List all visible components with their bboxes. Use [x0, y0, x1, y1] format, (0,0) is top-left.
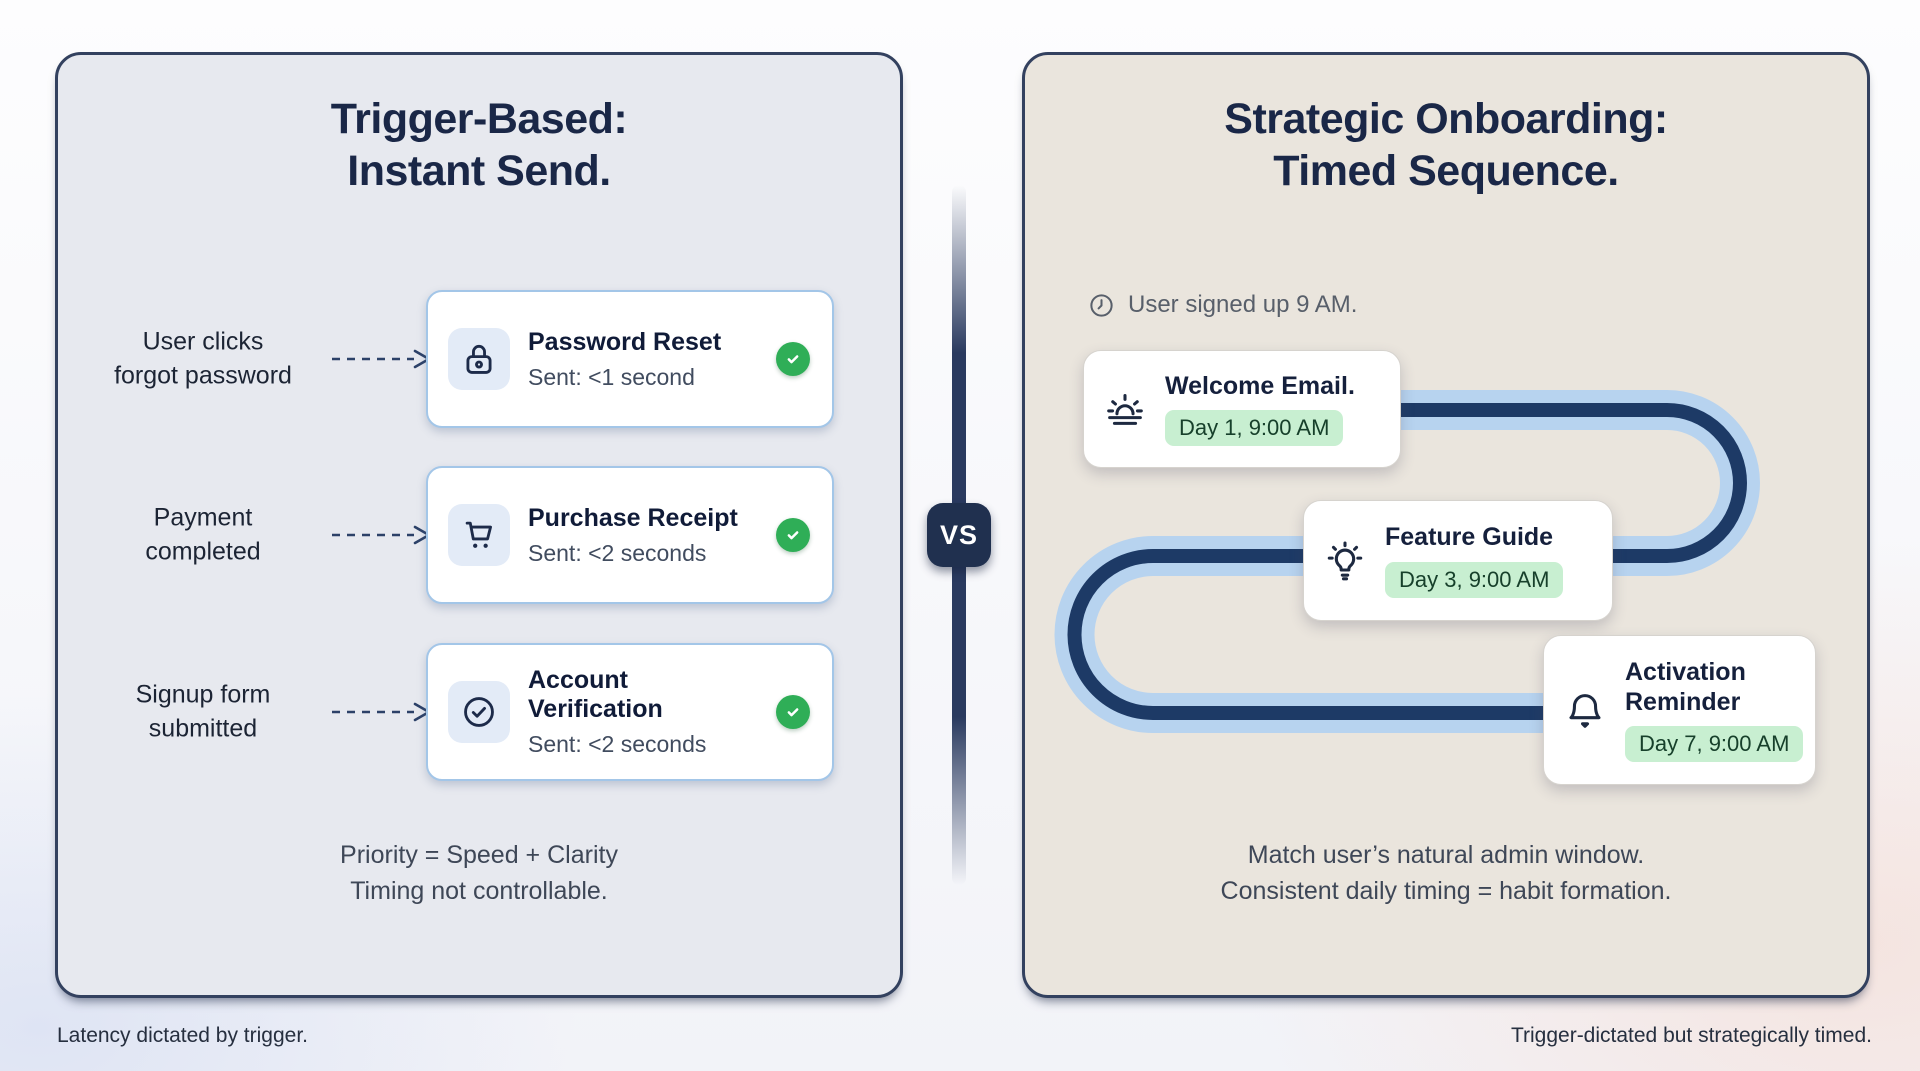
email-card-text: Password Reset Sent: <1 second	[528, 328, 764, 391]
email-card-subtitle: Sent: <2 seconds	[528, 731, 707, 757]
trigger-row-account-verification: Signup form submitted Account Verificati…	[58, 643, 900, 781]
shopping-cart-icon	[448, 504, 510, 566]
right-footer-line2: Consistent daily timing = habit formatio…	[1220, 877, 1672, 906]
email-card-text: Account Verification Sent: <2 seconds	[528, 666, 764, 758]
left-title-line1: Trigger-Based:	[330, 95, 628, 143]
right-title-line2: Timed Sequence.	[1273, 147, 1619, 196]
email-card-title: Account Verification	[528, 666, 663, 723]
trigger-label-line1: User clicks	[142, 327, 264, 356]
bell-icon	[1562, 687, 1608, 733]
day-badge: Day 3, 9:00 AM	[1385, 561, 1564, 598]
trigger-row-purchase-receipt: Payment completed Purchase Receipt Sen	[58, 466, 900, 604]
email-card-title: Password Reset	[528, 327, 722, 356]
email-card-password-reset: Password Reset Sent: <1 second	[426, 290, 834, 428]
step-card-welcome-email: Welcome Email. Day 1, 9:00 AM	[1083, 350, 1401, 468]
trigger-label-line2: completed	[145, 537, 261, 565]
right-footer-line1: Match user’s natural admin window.	[1247, 841, 1645, 869]
left-footer-line1: Priority = Speed + Clarity	[340, 841, 618, 869]
left-footer-line2: Timing not controllable.	[350, 877, 608, 906]
signup-note: User signed up 9 AM.	[1088, 291, 1357, 319]
right-title-line1: Strategic Onboarding:	[1224, 95, 1668, 143]
day-badge: Day 1, 9:00 AM	[1165, 410, 1344, 447]
trigger-label-line2: forgot password	[114, 361, 292, 389]
left-caption: Latency dictated by trigger.	[57, 1024, 308, 1047]
email-card-purchase-receipt: Purchase Receipt Sent: <2 seconds	[426, 466, 834, 604]
day-badge: Day 7, 9:00 AM	[1625, 726, 1804, 762]
sunrise-icon	[1102, 386, 1148, 432]
trigger-label: Signup form submitted	[76, 678, 330, 746]
trigger-label-line1: Payment	[153, 503, 253, 532]
sent-check-icon	[776, 518, 810, 552]
lightbulb-icon	[1322, 538, 1368, 584]
step-text: Activation Reminder Day 7, 9:00 AM	[1625, 658, 1804, 762]
right-caption: Trigger-dictated but strategically timed…	[1510, 1024, 1872, 1047]
dashed-arrow-icon	[332, 349, 431, 369]
lock-icon	[448, 328, 510, 390]
trigger-label: User clicks forgot password	[76, 325, 330, 393]
email-card-text: Purchase Receipt Sent: <2 seconds	[528, 504, 764, 567]
step-card-feature-guide: Feature Guide Day 3, 9:00 AM	[1303, 500, 1613, 621]
email-card-account-verification: Account Verification Sent: <2 seconds	[426, 643, 834, 781]
step-title: Feature Guide	[1385, 523, 1554, 552]
right-panel-title: Strategic Onboarding: Timed Sequence.	[1025, 93, 1867, 198]
step-title: Welcome Email.	[1165, 371, 1355, 400]
right-panel-footer: Match user’s natural admin window. Consi…	[1025, 837, 1867, 910]
clock-icon	[1090, 293, 1113, 317]
sent-check-icon	[776, 342, 810, 376]
trigger-label-line2: submitted	[148, 714, 258, 742]
trigger-row-password-reset: User clicks forgot password Password Res…	[58, 290, 900, 428]
email-card-subtitle: Sent: <2 seconds	[528, 539, 707, 566]
trigger-based-panel: Trigger-Based: Instant Send. User clicks…	[55, 52, 903, 998]
left-title-line2: Instant Send.	[347, 147, 611, 196]
step-title: Activation Reminder	[1625, 658, 1746, 716]
step-text: Feature Guide Day 3, 9:00 AM	[1385, 523, 1564, 598]
strategic-onboarding-panel: Strategic Onboarding: Timed Sequence. Us…	[1022, 52, 1870, 998]
dashed-arrow-icon	[332, 702, 431, 722]
timeline-path	[1054, 390, 1760, 733]
left-panel-footer: Priority = Speed + Clarity Timing not co…	[58, 837, 900, 910]
check-circle-icon	[448, 681, 510, 743]
email-card-title: Purchase Receipt	[528, 503, 738, 532]
sent-check-icon	[776, 695, 810, 729]
signup-note-text: User signed up 9 AM.	[1128, 291, 1358, 318]
step-text: Welcome Email. Day 1, 9:00 AM	[1165, 372, 1355, 447]
left-panel-title: Trigger-Based: Instant Send.	[58, 93, 900, 198]
vs-badge: VS	[927, 503, 991, 567]
dashed-arrow-icon	[332, 525, 431, 545]
trigger-label-line1: Signup form	[135, 680, 271, 709]
email-card-subtitle: Sent: <1 second	[528, 363, 695, 390]
step-card-activation-reminder: Activation Reminder Day 7, 9:00 AM	[1543, 635, 1816, 785]
trigger-label: Payment completed	[76, 501, 330, 569]
